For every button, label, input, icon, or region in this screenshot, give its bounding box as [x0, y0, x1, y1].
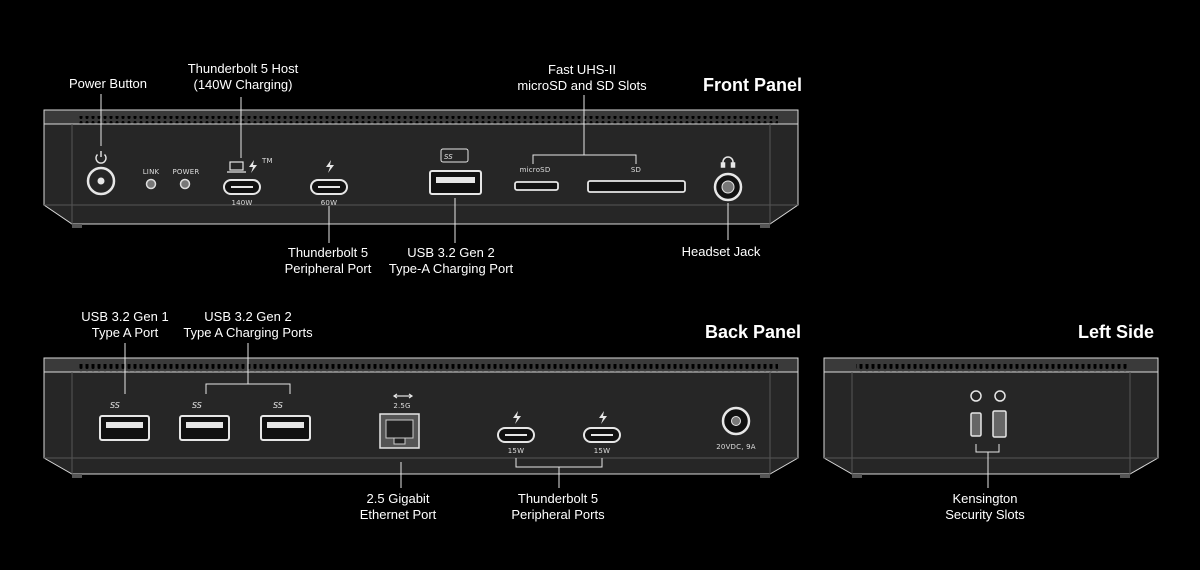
left-side-device: [823, 357, 1159, 478]
front-callout-lines: [100, 94, 729, 243]
superspeed-10-icon: SS: [440, 148, 469, 163]
svg-text:SS: SS: [110, 401, 120, 410]
g25-text: 2.5G: [393, 402, 410, 410]
microsd-text: microSD: [520, 166, 551, 174]
link-led: [145, 178, 157, 190]
superspeed-5-icon: SS: [110, 401, 120, 410]
headset-icon: [720, 156, 736, 168]
ethernet-port[interactable]: [379, 413, 420, 449]
svg-text:SS: SS: [273, 401, 283, 410]
thunderbolt-icon: [326, 160, 334, 173]
left-callout-lines: [975, 444, 1000, 488]
sd-text: SD: [631, 166, 641, 174]
power-led: [179, 178, 191, 190]
tb5-back-port[interactable]: [497, 427, 535, 443]
usb-gen1-port[interactable]: [99, 415, 150, 441]
lock-icon: [970, 390, 1006, 402]
power-icon: [95, 151, 107, 164]
microsd-slot[interactable]: [514, 181, 559, 191]
w140-text: 140W: [231, 199, 252, 207]
headset-jack-label: Headset Jack: [681, 244, 761, 259]
kensington-slot[interactable]: [992, 410, 1007, 438]
link-text: LINK: [143, 168, 160, 176]
headset-jack[interactable]: [713, 172, 743, 202]
network-icon: [392, 393, 414, 399]
left-side-title: Left Side: [1078, 322, 1155, 342]
power-button-label: Power Button: [68, 76, 148, 91]
thunderbolt-icon: [249, 160, 257, 173]
back-panel-device: [43, 357, 799, 478]
usb-gen2-port[interactable]: [179, 415, 230, 441]
tm-text: TM: [261, 157, 273, 165]
sd-slot[interactable]: [587, 180, 686, 193]
tb5-host-port[interactable]: [223, 179, 261, 195]
power-text: POWER: [173, 168, 200, 176]
superspeed-10-icon: SS: [273, 401, 283, 410]
tb5-host-label: Thunderbolt 5 Host(140W Charging): [187, 61, 299, 92]
tb5-peripheral-port[interactable]: [310, 179, 348, 195]
superspeed-10-icon: SS: [192, 401, 202, 410]
power-button[interactable]: [86, 166, 116, 196]
laptop-icon: [227, 161, 246, 173]
front-panel-device: [43, 109, 799, 228]
usb-a-charging-port[interactable]: [429, 170, 482, 195]
dc-power-jack[interactable]: [721, 406, 751, 436]
w15b-text: 15W: [594, 447, 610, 455]
svg-text:SS: SS: [444, 153, 453, 161]
back-callout-lines: [124, 343, 603, 488]
thunderbolt-icon: [599, 411, 607, 424]
w60-text: 60W: [321, 199, 337, 207]
dc-rating-text: 20VDC, 9A: [716, 443, 755, 451]
front-panel-title: Front Panel: [703, 75, 803, 95]
w15a-text: 15W: [508, 447, 524, 455]
svg-text:SS: SS: [192, 401, 202, 410]
tb5-back-port[interactable]: [583, 427, 621, 443]
thunderbolt-icon: [513, 411, 521, 424]
kensington-slot[interactable]: [970, 412, 982, 437]
usb-gen2-port[interactable]: [260, 415, 311, 441]
back-panel-title: Back Panel: [705, 322, 802, 342]
